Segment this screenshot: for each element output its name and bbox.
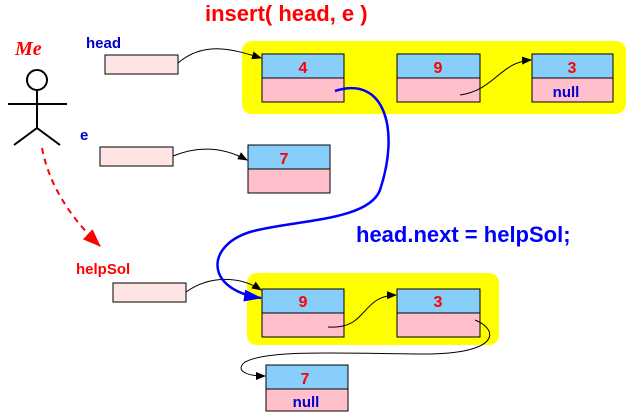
node-value: 9 xyxy=(434,60,443,77)
node-value: 9 xyxy=(299,294,308,311)
null-pointer: null xyxy=(293,394,320,411)
node-9-to-3-arrow xyxy=(459,56,532,96)
e-pointer-arrow xyxy=(172,148,248,161)
node-value: 7 xyxy=(280,151,289,168)
help-3-to-tail-arrow xyxy=(240,319,491,380)
top-node-9: 9 xyxy=(396,53,481,103)
helpSol-label: helpSol xyxy=(76,261,130,278)
node-value: 7 xyxy=(301,371,310,388)
call-arrow xyxy=(41,147,101,247)
e-var-box xyxy=(99,146,174,167)
tail-node-7: 7 null xyxy=(265,364,349,412)
helpSol-pointer-arrow xyxy=(185,278,262,293)
help-node-3: 3 xyxy=(396,288,481,338)
top-node-4: 4 xyxy=(261,53,345,103)
top-node-3: 3 null xyxy=(531,53,614,103)
node-value: 3 xyxy=(568,60,577,77)
e-label: e xyxy=(80,127,88,144)
stick-figure-icon xyxy=(8,69,67,146)
diagram-title: insert( head, e ) xyxy=(205,1,368,26)
head-var-box xyxy=(104,54,179,75)
null-pointer: null xyxy=(553,84,580,101)
head-pointer-arrow xyxy=(177,48,262,64)
node-value: 4 xyxy=(299,60,308,77)
helpSol-var-box xyxy=(112,282,187,303)
statement-text: head.next = helpSol; xyxy=(356,222,571,247)
help-node-9: 9 xyxy=(261,288,345,338)
new-link-arrow xyxy=(216,87,390,302)
node-value: 3 xyxy=(434,294,443,311)
actor-label: Me xyxy=(14,38,42,60)
e-node-7: 7 xyxy=(247,144,331,194)
head-label: head xyxy=(86,35,121,52)
help-9-to-3-arrow xyxy=(327,291,397,328)
